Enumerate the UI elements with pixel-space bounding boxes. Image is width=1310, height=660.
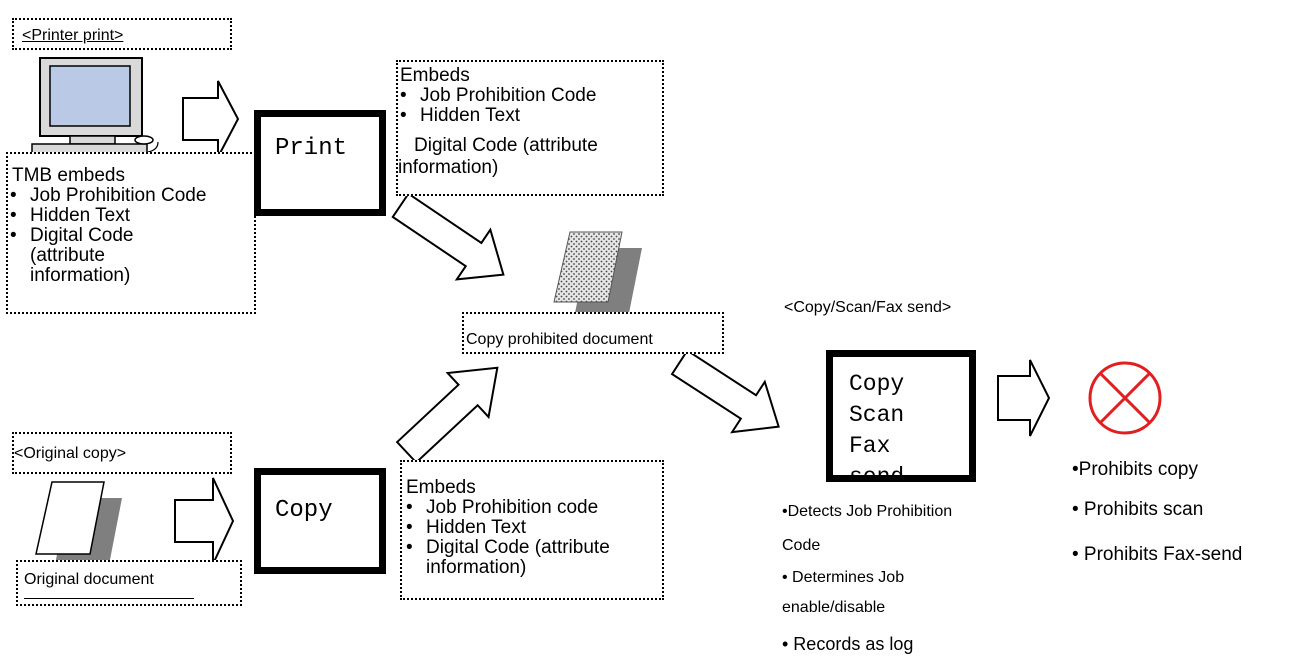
printer-embeds-heading: Embeds	[400, 65, 470, 86]
paper-icon	[553, 231, 642, 318]
arrow-icon	[670, 349, 780, 434]
prohibit-item: • Prohibits scan	[1072, 499, 1204, 520]
tmb-embeds-box: TMB embeds Job Prohibition Code Hidden T…	[6, 152, 256, 314]
list-item: Hidden Text	[398, 106, 596, 127]
copy-prohibited-box: Copy prohibited document	[462, 312, 724, 354]
detect-item: • Determines Job	[782, 569, 905, 586]
list-item: Digital Code (attribute	[404, 538, 610, 559]
printer-embeds-list: Job Prohibition Code Hidden Text	[398, 86, 596, 127]
copy-prohibited-label: Copy prohibited document	[466, 331, 653, 348]
original-embeds-box: Embeds Job Prohibition code Hidden Text …	[400, 460, 664, 600]
list-item: Hidden Text	[404, 518, 610, 539]
tmb-embeds-heading: TMB embeds	[12, 165, 125, 186]
prohibited-icon	[1088, 361, 1162, 435]
original-copy-title: <Original copy>	[14, 445, 127, 462]
device-box-lines: Copy Scan Fax send	[849, 369, 905, 482]
original-embeds-heading: Embeds	[406, 477, 476, 498]
device-box: Copy Scan Fax send	[826, 350, 976, 482]
device-box-line: Fax	[849, 433, 891, 459]
printer-print-title: <Printer print>	[22, 27, 124, 44]
printer-embeds-line: information)	[398, 157, 499, 178]
detect-item: Code	[782, 537, 821, 554]
list-item: Job Prohibition code	[404, 498, 610, 519]
original-document-box: Original document	[16, 560, 242, 606]
tmb-embeds-list: Job Prohibition Code Hidden Text Digital…	[8, 186, 206, 247]
underline	[24, 598, 194, 599]
original-embeds-line: information)	[426, 557, 527, 578]
original-document-label: Original document	[24, 571, 154, 588]
detect-item: •Detects Job Prohibition	[782, 503, 953, 520]
printer-print-title-box: <Printer print>	[12, 18, 232, 50]
list-item: Digital Code	[8, 226, 206, 247]
detect-item: enable/disable	[782, 599, 886, 616]
tmb-embeds-line: information)	[30, 265, 131, 286]
print-box-label: Print	[275, 135, 348, 162]
arrow-icon	[391, 192, 505, 281]
tmb-embeds-line: (attribute	[30, 245, 105, 266]
print-box: Print	[254, 110, 386, 216]
arrow-icon	[174, 477, 235, 565]
list-item: Job Prohibition Code	[8, 186, 206, 207]
arrow-icon	[997, 359, 1051, 437]
device-box-line: Scan	[849, 402, 905, 428]
list-item: Job Prohibition Code	[398, 86, 596, 107]
arrow-icon	[182, 80, 240, 158]
original-copy-title-box: <Original copy>	[12, 432, 232, 474]
printer-embeds-box: Embeds Job Prohibition Code Hidden Text …	[396, 60, 664, 196]
device-box-line: send	[849, 464, 905, 482]
arrow-icon	[395, 366, 499, 464]
original-embeds-list: Job Prohibition code Hidden Text Digital…	[404, 498, 610, 559]
paper-icon	[35, 481, 122, 570]
device-box-line: Copy	[849, 371, 905, 397]
device-section-title: <Copy/Scan/Fax send>	[784, 299, 952, 316]
prohibit-item: • Prohibits Fax-send	[1072, 544, 1243, 565]
detect-item: • Records as log	[782, 634, 914, 654]
copy-box: Copy	[254, 468, 386, 574]
prohibit-item: •Prohibits copy	[1072, 459, 1198, 480]
printer-embeds-line: Digital Code (attribute	[414, 135, 598, 156]
copy-box-label: Copy	[275, 497, 333, 524]
list-item: Hidden Text	[8, 206, 206, 227]
